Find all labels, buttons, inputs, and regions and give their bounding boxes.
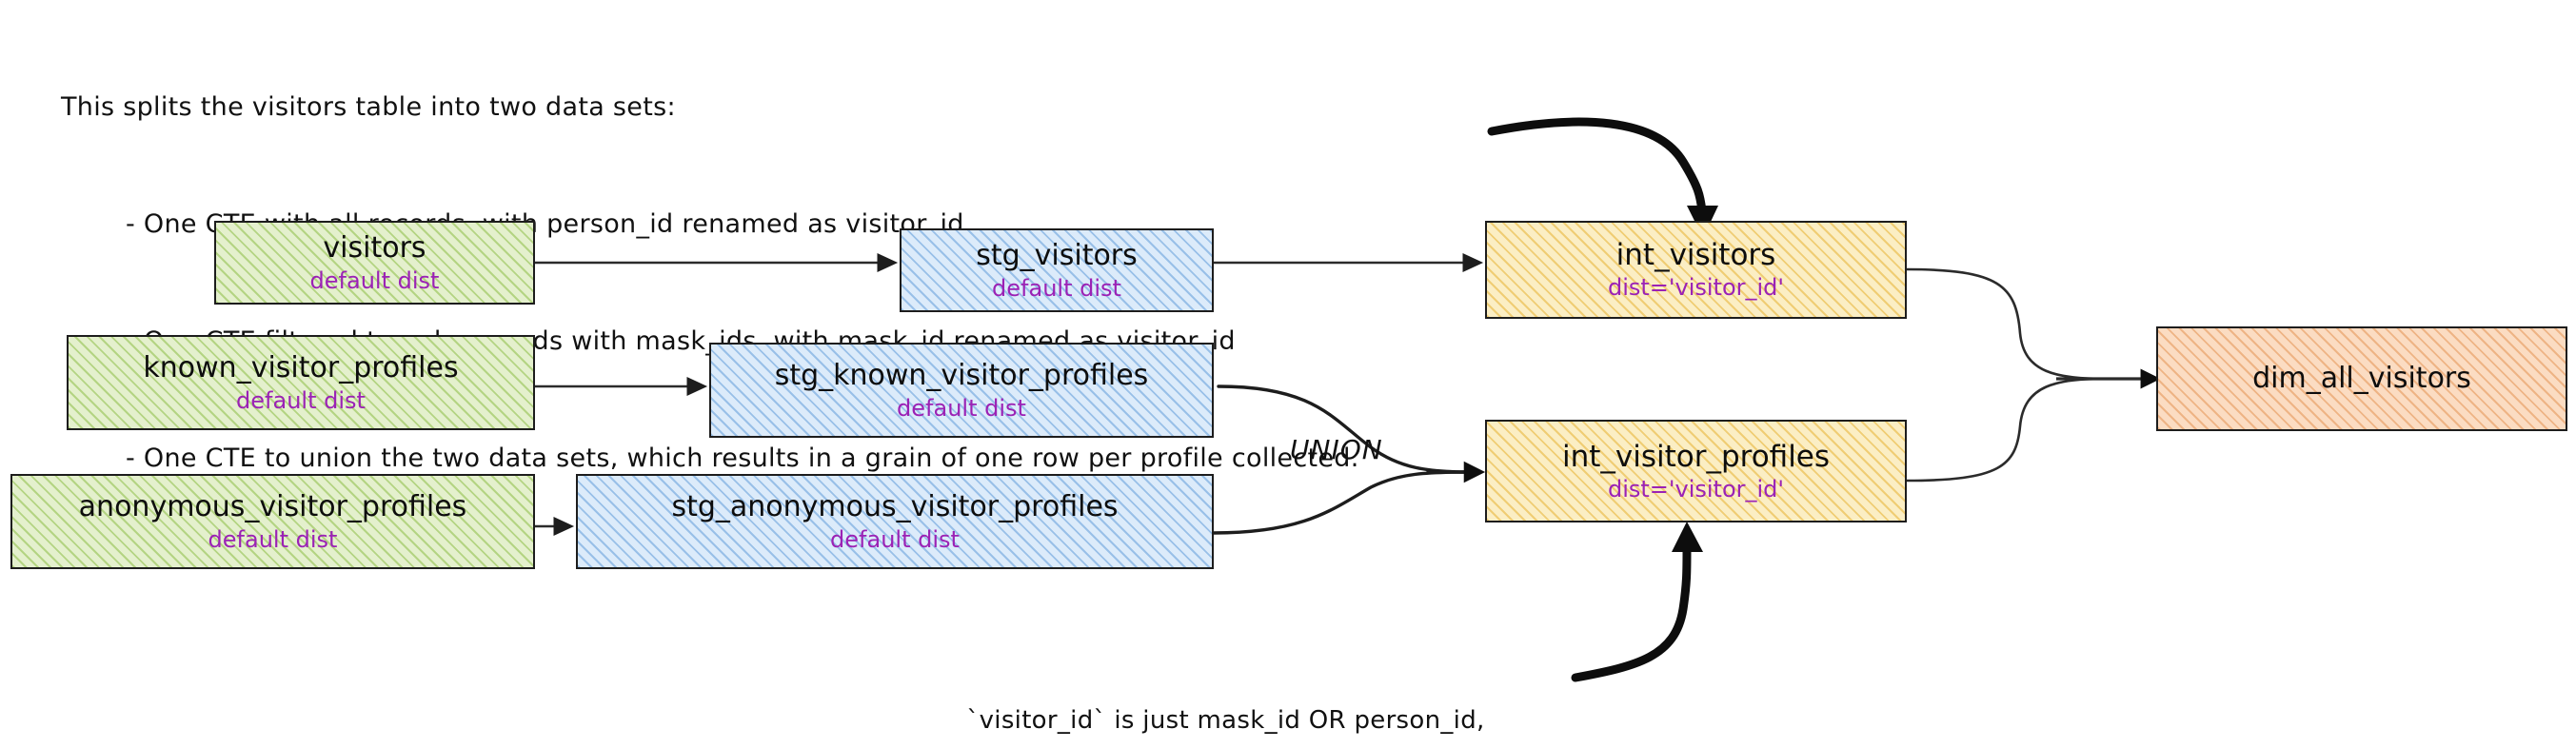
node-anonymous-visitor-profiles-title: anonymous_visitor_profiles: [78, 489, 467, 523]
node-int-visitor-profiles-dist: dist='visitor_id': [1607, 475, 1785, 503]
node-stg-anonymous-visitor-profiles[interactable]: stg_anonymous_visitor_profiles default d…: [576, 474, 1214, 569]
node-visitors-title: visitors: [323, 230, 426, 265]
node-stg-visitors-dist: default dist: [992, 274, 1121, 302]
annotation-arrow-bottom-head: [1672, 522, 1703, 552]
node-known-visitor-profiles-title: known_visitor_profiles: [143, 350, 459, 384]
node-int-visitor-profiles-title: int_visitor_profiles: [1561, 439, 1831, 474]
node-stg-visitors[interactable]: stg_visitors default dist: [900, 228, 1214, 312]
union-edge-label: UNION: [1290, 434, 1383, 465]
edge-int-visitors-to-dim-all-visitors: [1906, 267, 2110, 381]
node-dim-all-visitors[interactable]: dim_all_visitors: [2156, 326, 2567, 431]
node-anonymous-visitor-profiles-dist: default dist: [208, 525, 338, 553]
node-dim-all-visitors-title: dim_all_visitors: [2252, 362, 2471, 395]
node-int-visitors[interactable]: int_visitors dist='visitor_id': [1485, 221, 1907, 319]
node-anonymous-visitor-profiles[interactable]: anonymous_visitor_profiles default dist: [10, 474, 535, 569]
edge-int-visitor-profiles-to-dim-all-visitors: [1906, 377, 2110, 483]
node-stg-known-visitor-profiles-dist: default dist: [897, 394, 1026, 422]
node-known-visitor-profiles-dist: default dist: [236, 386, 366, 414]
bottom-note-line-0: `visitor_id` is just mask_id OR person_i…: [966, 706, 1485, 735]
note-line-0: This splits the visitors table into two …: [61, 92, 676, 122]
note-line-3: - One CTE to union the two data sets, wh…: [126, 443, 1359, 473]
node-stg-anonymous-visitor-profiles-title: stg_anonymous_visitor_profiles: [671, 489, 1119, 523]
node-visitors[interactable]: visitors default dist: [214, 221, 535, 305]
node-stg-known-visitor-profiles-title: stg_known_visitor_profiles: [774, 358, 1149, 392]
node-int-visitors-title: int_visitors: [1615, 238, 1776, 272]
edge-stg-known-to-int-visitor-profiles: [1217, 384, 1473, 474]
node-known-visitor-profiles[interactable]: known_visitor_profiles default dist: [67, 335, 535, 430]
node-stg-known-visitor-profiles[interactable]: stg_known_visitor_profiles default dist: [709, 343, 1214, 438]
annotation-arrow-bottom: [1571, 545, 1692, 682]
node-int-visitor-profiles[interactable]: int_visitor_profiles dist='visitor_id': [1485, 420, 1907, 522]
annotation-arrow-top: [1487, 117, 1707, 216]
node-visitors-dist: default dist: [309, 266, 440, 294]
node-stg-anonymous-visitor-profiles-dist: default dist: [830, 525, 960, 553]
node-stg-visitors-title: stg_visitors: [976, 238, 1138, 272]
bottom-annotation-note: `visitor_id` is just mask_id OR person_i…: [933, 623, 1518, 749]
node-int-visitors-dist: dist='visitor_id': [1607, 274, 1785, 301]
